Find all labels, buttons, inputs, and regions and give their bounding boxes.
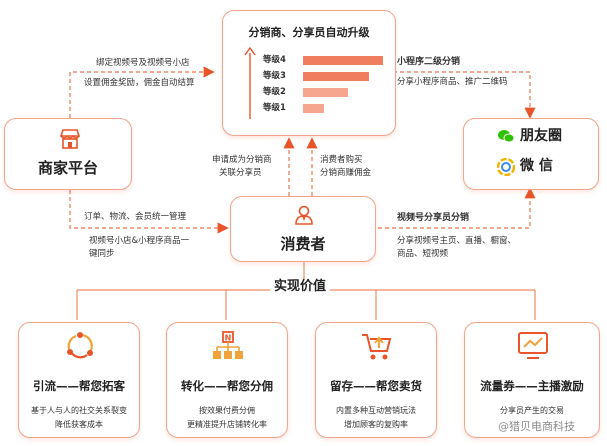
merchant-platform-title: 商家平台 [37,159,98,177]
shop-icon [59,129,81,149]
person-icon [295,205,313,225]
moments-icon [498,130,515,143]
br-label-2: 商品、短视频 [397,249,449,259]
top-to-social-arrow [393,71,536,119]
auto-upgrade-box: 分销商、分享员自动升级 等级4 等级3 等级2 等级1 [222,10,396,136]
consumer-title: 消费者 [280,235,326,253]
consumer-box: 消费者 [230,196,376,262]
value-card-traffic: 引流——帮您拓客 基于人与人的社交关系裂变 降低获客成本 [18,322,140,438]
merchant-to-consumer-arrow [69,190,229,234]
bl-label-1: 订单、物流、会员统一管理 [84,212,187,222]
watermark: @猎贝电商科技 [498,420,575,433]
org-chart-icon: N [213,331,243,359]
value-card-retention: 留存——帮您卖货 内置多种互动营销玩法 增加顾客的复购率 [315,322,437,438]
cart-icon [362,334,392,360]
value-title: 实现价值 [270,279,331,295]
value-desc-0-2: 降低获客成本 [55,420,103,429]
value-desc-2-1: 内置多种互动营销玩法 [336,406,416,415]
value-title-1: 转化——帮您分佣 [181,379,273,393]
tl-label-2: 设置佣金奖励，佣金自动结算 [84,78,195,88]
merchant-to-top-arrow [69,66,215,118]
mid-left-1: 申请成为分销商 [212,155,272,165]
share-network-icon [67,332,93,359]
value-desc-1-1: 按效果付费分佣 [199,406,255,415]
level-name: 等级1 [263,103,286,113]
br-label-1: 分享视频号主页、直播、橱窗、 [397,236,517,246]
value-title-0: 引流——帮您拓客 [33,379,125,393]
tr-label: 分享小程序商品、推广二维码 [397,77,508,87]
bl-label-3: 键同步 [89,249,115,259]
trend-chart-icon [518,332,548,359]
svg-text:N: N [225,334,232,343]
level-name: 等级2 [263,87,286,97]
merchant-platform-box: 商家平台 [4,118,132,190]
mid-right-1: 消费者购买 [320,155,363,165]
value-desc-3-1: 分享员产生的交易 [500,406,564,415]
mid-left-2: 关联分享员 [219,168,262,178]
wechat-label: 微 信 [520,158,553,174]
consumer-to-social-arrow [378,187,536,229]
wechat-icon [497,158,515,176]
value-desc-2-2: 增加顾客的复购率 [344,420,408,429]
value-card-coupon: 流量券——主播激励 分享员产生的交易 [464,322,600,438]
value-desc-1-2: 更精准提升店铺转化率 [187,420,267,429]
value-desc-0-1: 基于人与人的社交关系裂变 [31,406,127,415]
tr-title: 小程序二级分销 [397,57,461,67]
mid-right-2: 分销商赚佣金 [320,168,372,178]
value-card-conversion: N 转化——帮您分佣 按效果付费分佣 更精准提升店铺转化率 [166,322,288,438]
tl-label-1: 绑定视频号及视频号小店 [96,58,190,68]
bl-label-2: 视频号小店&小程序商品一 [89,236,190,246]
level-bar [303,72,369,81]
level-name: 等级4 [263,55,286,65]
level-name: 等级3 [263,71,286,81]
level-bar [303,88,348,97]
moments-label: 朋友圈 [520,128,562,144]
value-title-2: 留存——帮您卖货 [330,379,422,393]
auto-upgrade-title: 分销商、分享员自动升级 [248,26,370,39]
up-arrow-icon [244,47,256,119]
br-title: 视频号分享员分销 [397,213,470,223]
level-list: 等级4 等级3 等级2 等级1 [263,55,383,125]
social-channel-box: 朋友圈 微 信 [463,118,599,190]
level-bar [303,104,324,113]
value-title-3: 流量券——主播激励 [480,379,584,393]
level-bar [303,56,383,65]
